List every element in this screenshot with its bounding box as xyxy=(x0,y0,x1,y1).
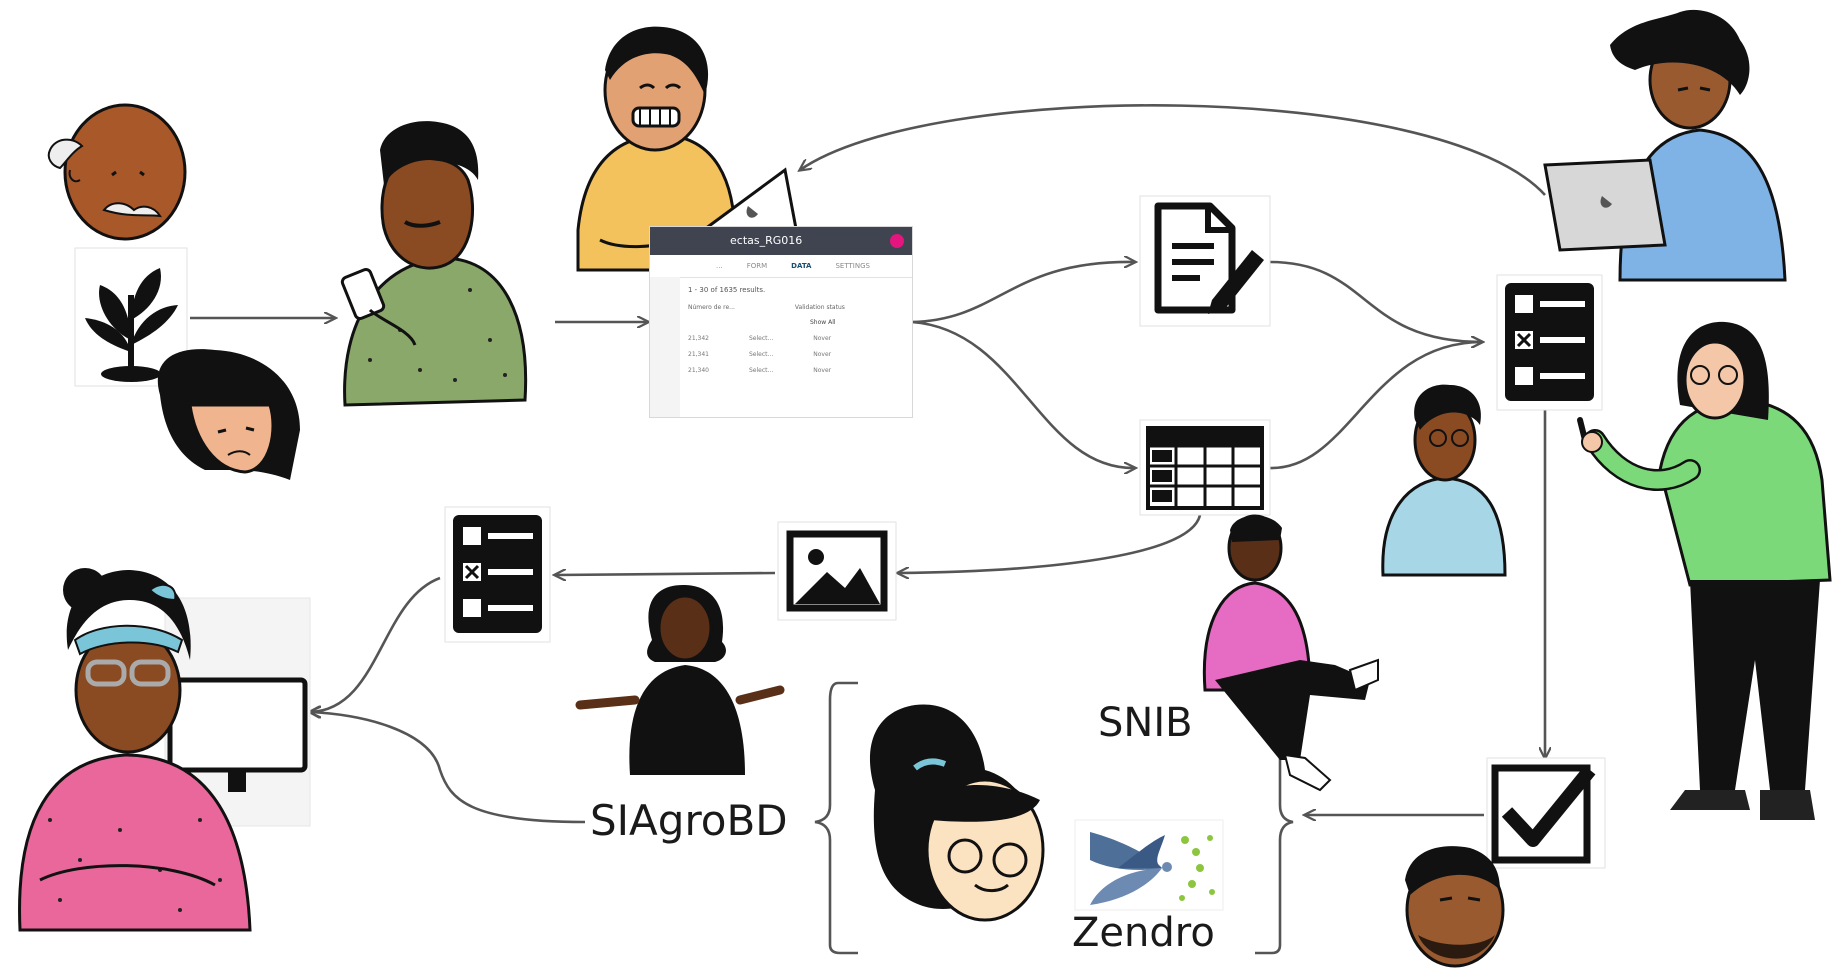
arrow-table-to-image xyxy=(898,514,1202,573)
data-user-avatar xyxy=(18,568,252,932)
arrow-reviewer-to-uploader xyxy=(800,104,1546,196)
reviewer-avatar xyxy=(1543,9,1787,282)
table-row: 21,340 Select... Nover xyxy=(688,367,912,374)
user-badge xyxy=(890,234,904,248)
row-select[interactable]: Select... xyxy=(749,335,774,342)
plant-icon xyxy=(74,247,188,387)
snib-label: SNIB xyxy=(1098,700,1193,746)
zendro-logo-icon xyxy=(1074,819,1224,911)
screenshot-sidebar xyxy=(650,277,680,417)
screenshot-tabs: ... FORM DATA SETTINGS xyxy=(650,255,912,278)
data-table-screenshot: ectas_RG016 ... FORM DATA SETTINGS 1 - 3… xyxy=(650,227,912,417)
column-record-number: Número de re... xyxy=(688,304,735,311)
checklist-icon xyxy=(1496,274,1603,411)
arrow-document-to-checklist xyxy=(1269,260,1482,342)
tab-form[interactable]: FORM xyxy=(746,262,768,270)
results-count: 1 - 30 of 1635 results. xyxy=(688,286,766,294)
sitting-person-avatar xyxy=(1202,514,1379,792)
checklist-icon-secondary xyxy=(444,506,551,643)
tab-settings[interactable]: SETTINGS xyxy=(835,262,870,270)
table-row: 21,342 Select... Nover xyxy=(688,335,912,342)
row-id: 21,340 xyxy=(688,367,709,374)
bearded-man-avatar xyxy=(1405,846,1505,968)
arrow-image-to-checklist2 xyxy=(555,573,776,575)
table-header: Número de re... Validation status xyxy=(688,304,912,311)
row-id: 21,341 xyxy=(688,351,709,358)
row-status: Nover xyxy=(813,335,832,342)
arrow-app-to-document xyxy=(911,262,1135,324)
curly-bun-avatar xyxy=(869,704,1045,922)
woman-bangs-avatar xyxy=(157,349,300,480)
status-filter[interactable]: Show All xyxy=(810,319,836,326)
monitor-icon xyxy=(164,597,311,827)
screenshot-titlebar: ectas_RG016 xyxy=(650,227,912,255)
column-validation-status: Validation status xyxy=(794,304,845,311)
table-row: 21,341 Select... Nover xyxy=(688,351,912,358)
tab-data[interactable]: DATA xyxy=(791,262,812,270)
bracket-left xyxy=(814,681,858,955)
table-icon xyxy=(1139,419,1271,516)
zendro-label: Zendro xyxy=(1072,910,1215,956)
siagrobd-label: SIAgroBD xyxy=(590,796,788,845)
instructor-avatar xyxy=(1577,321,1832,820)
row-select[interactable]: Select... xyxy=(749,351,774,358)
document-edit-icon xyxy=(1139,195,1271,327)
student-avatar xyxy=(1381,384,1507,577)
image-icon xyxy=(777,521,897,621)
row-status: Nover xyxy=(813,351,832,358)
arrow-checklist2-to-user xyxy=(310,576,441,712)
tab-summary[interactable]: ... xyxy=(716,262,723,270)
arrow-siagro-to-user xyxy=(310,712,586,824)
row-status: Nover xyxy=(813,367,832,374)
checkbox-check-icon xyxy=(1486,757,1606,869)
row-select[interactable]: Select... xyxy=(749,367,774,374)
screenshot-title: ectas_RG016 xyxy=(730,234,803,247)
shrugging-woman-avatar xyxy=(575,585,785,775)
flow-arrows xyxy=(190,104,1546,824)
collector-avatar xyxy=(340,121,528,407)
elder-farmer-avatar xyxy=(47,103,187,241)
arrow-app-to-table xyxy=(911,320,1135,468)
arrow-table-to-checklist xyxy=(1269,342,1482,470)
row-id: 21,342 xyxy=(688,335,709,342)
